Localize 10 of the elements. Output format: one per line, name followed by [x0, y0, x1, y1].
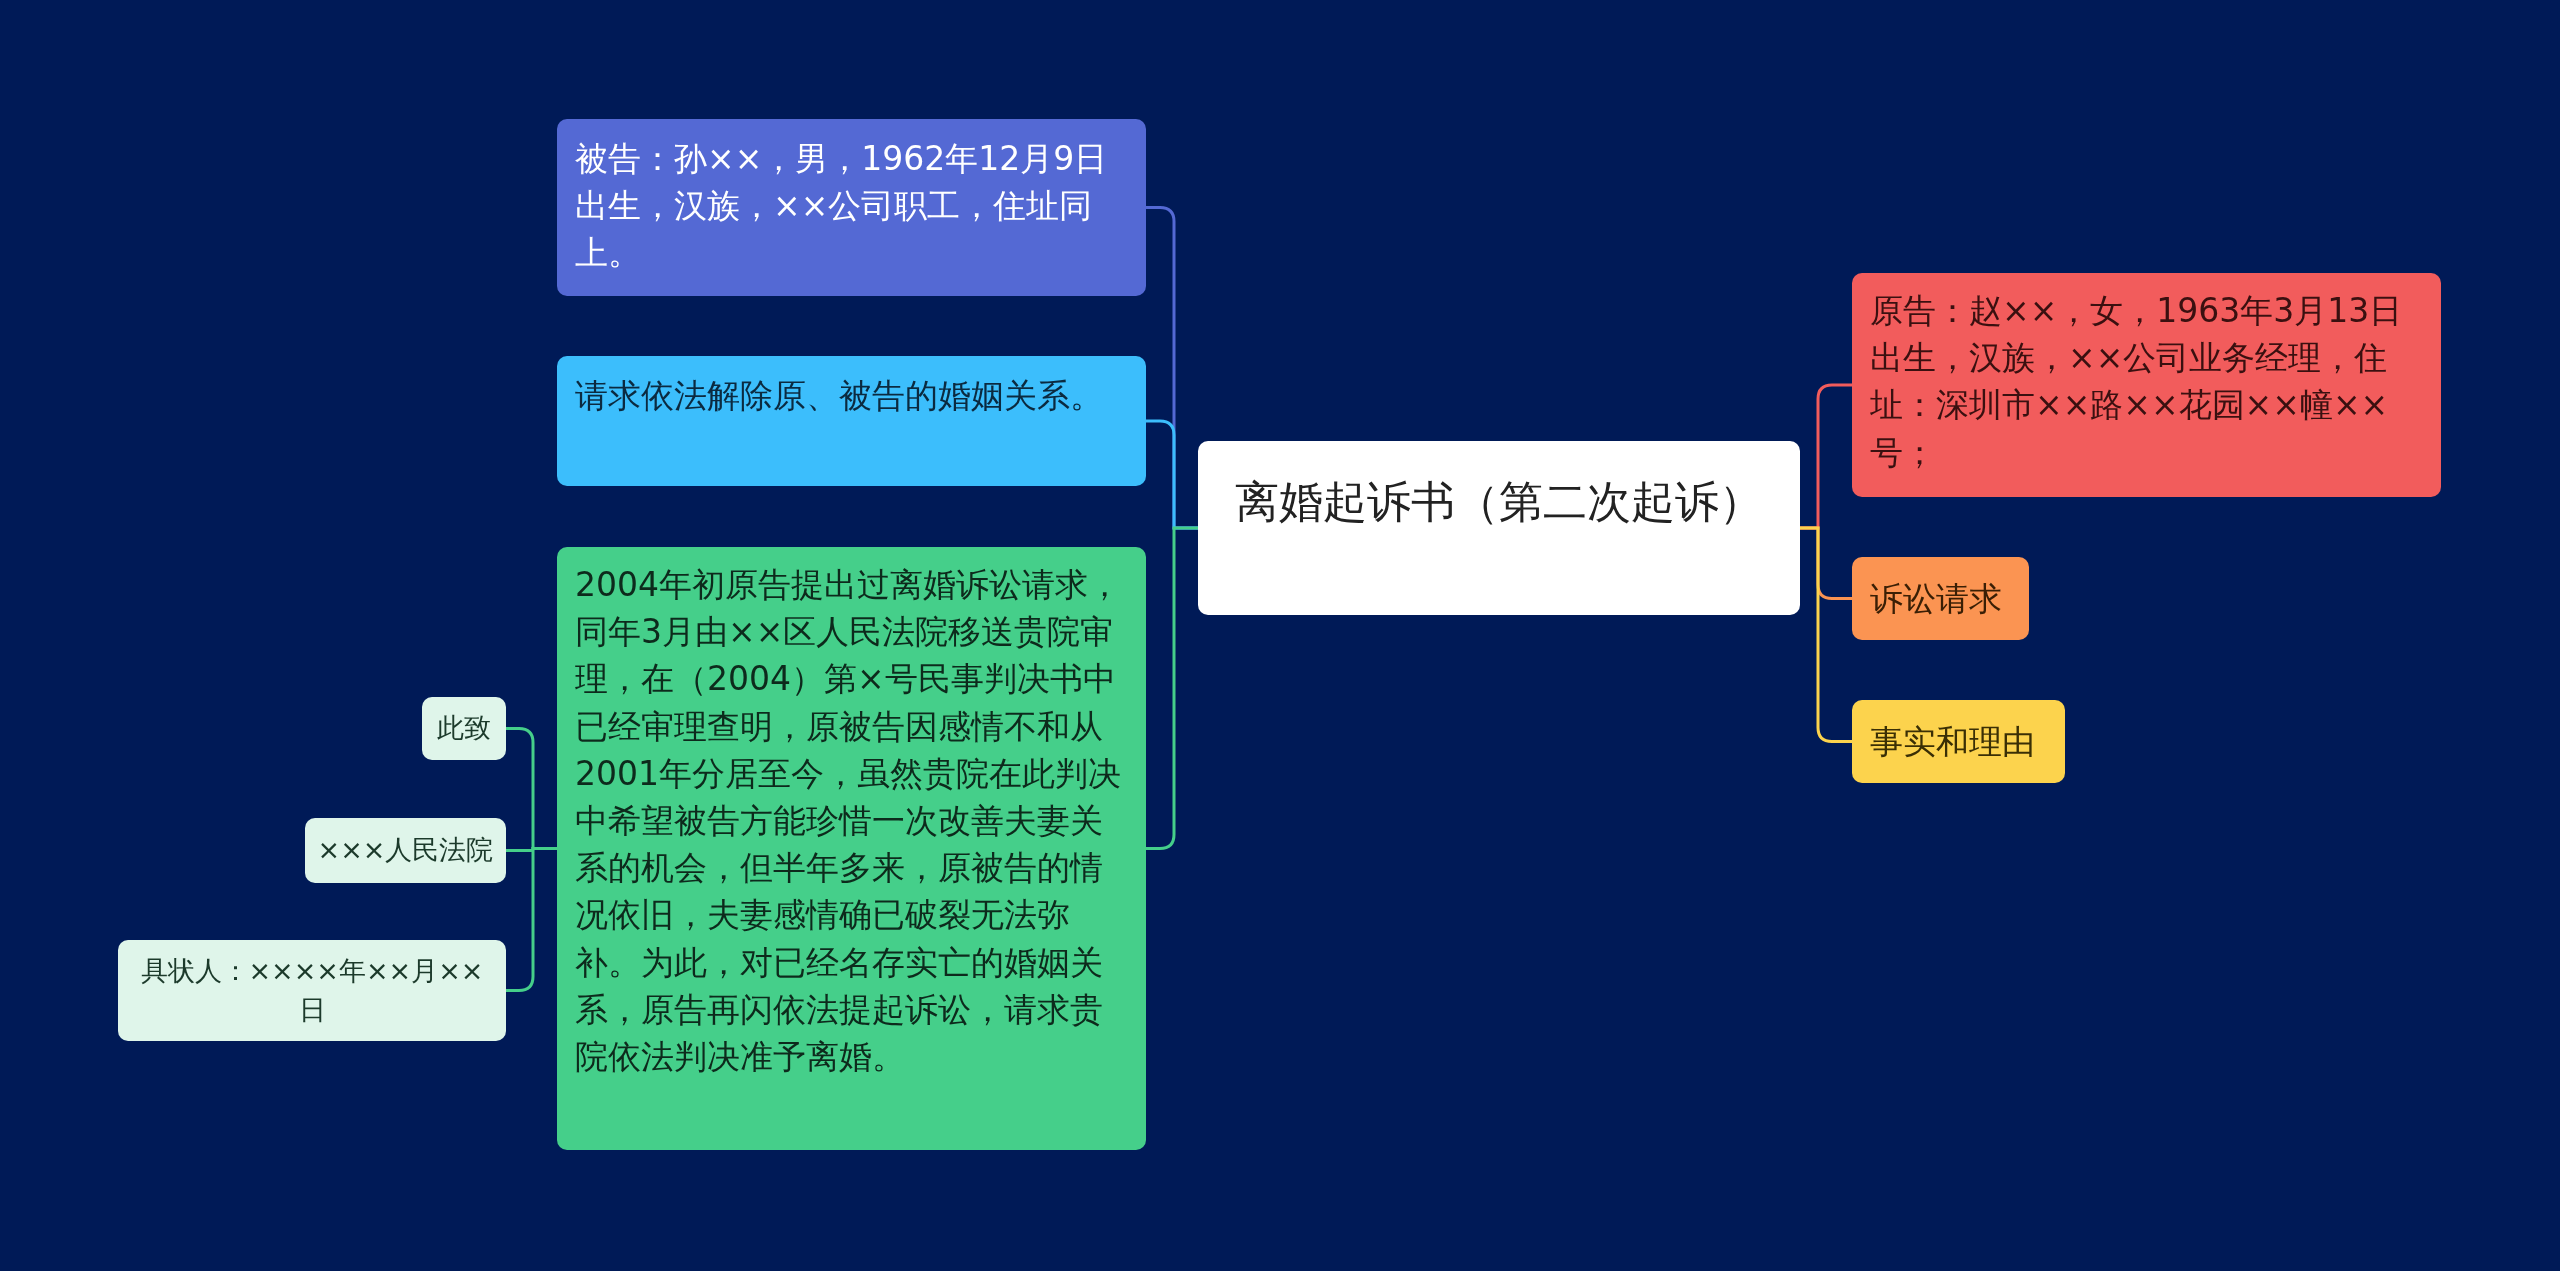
topic-box: 具状人：××××年××月××日 [118, 940, 506, 1042]
topic-box: ×××人民法院 [305, 818, 506, 883]
central-topic-box: 离婚起诉书（第二次起诉） [1198, 441, 1800, 615]
topic-box: 2004年初原告提出过离婚诉讼请求，同年3月由××区人民法院移送贵院审理，在（2004）第×号民事判决书中已经审理查明，原被告因感情不和从2001年分居至今，虽然贵院在此判决中希望被告方能珍惜一次改善夫妻关系的机会，但半年多来，原被告的情况依旧，夫妻感情确已破裂无法弥补。为此，对已经名存实亡的婚姻关系，原告再闪依法提起诉讼，请求贵院依法判决准予离婚。 [557, 547, 1146, 1150]
topic-box: 被告：孙××，男，1962年12月9日出生，汉族，××公司职工，住址同上。 [557, 119, 1146, 296]
topic-box: 诉讼请求 [1852, 557, 2029, 641]
topic-box: 请求依法解除原、被告的婚姻关系。 [557, 356, 1146, 486]
topic-box: 事实和理由 [1852, 700, 2065, 784]
topic-box: 此致 [422, 697, 506, 760]
topic-box: 原告：赵××，女，1963年3月13日出生，汉族，××公司业务经理，住址：深圳市××路××花园××幢××号； [1852, 273, 2441, 497]
